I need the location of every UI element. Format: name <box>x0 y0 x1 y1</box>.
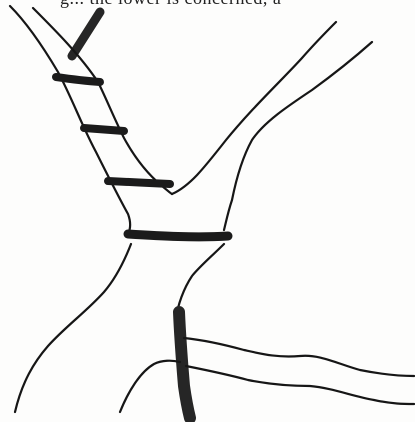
trunk-left-edge <box>15 244 131 412</box>
lower-left-vessel-line <box>120 361 180 412</box>
tributary-upper-edge <box>184 338 414 376</box>
second-ligature-band <box>84 128 124 131</box>
third-ligature-band <box>108 181 170 184</box>
trunk-ligature-band <box>128 234 228 237</box>
left-branch-outer-line <box>10 6 130 234</box>
right-branch-inner-edge <box>172 22 336 194</box>
dark-strand-trunk <box>179 312 190 418</box>
tributary-lower-edge <box>186 366 414 404</box>
right-branch-outer-edge <box>224 42 372 230</box>
upper-ligature-band <box>56 77 100 82</box>
dark-strand-top <box>72 12 100 56</box>
